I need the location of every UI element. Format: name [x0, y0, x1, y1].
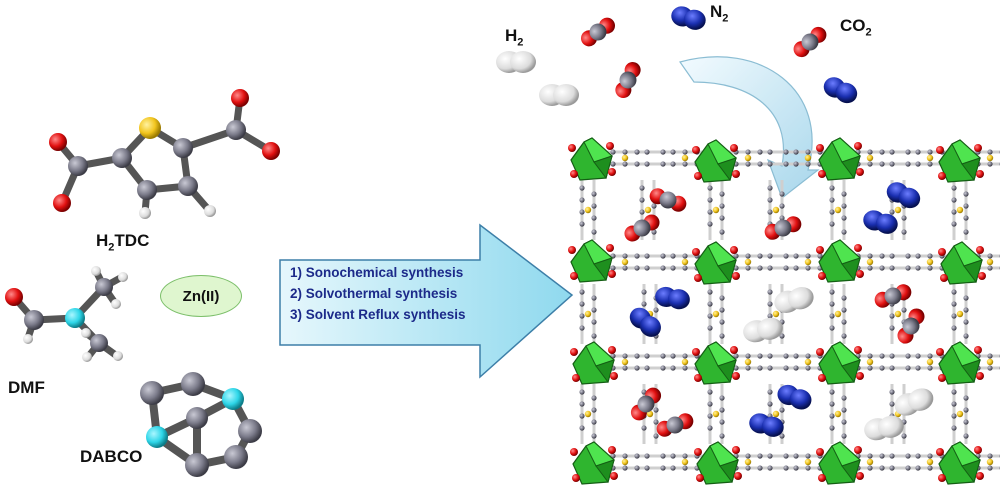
synthesis-arrow	[279, 223, 574, 379]
label-n2: N2	[710, 2, 728, 24]
zn-label: Zn(II)	[182, 287, 220, 305]
label-h2-main: H	[505, 26, 518, 45]
label-h2tdc-main: H	[96, 231, 109, 250]
label-co2-sub: 2	[865, 26, 872, 39]
label-h2-sub: 2	[517, 36, 524, 49]
label-co2: CO2	[840, 16, 872, 38]
dabco-molecule	[140, 372, 262, 477]
label-n2-main: N	[710, 2, 723, 21]
label-co2-main: CO	[840, 16, 866, 35]
h2tdc-molecule	[49, 89, 280, 219]
label-dabco: DABCO	[80, 447, 143, 466]
label-n2-sub: 2	[722, 12, 729, 25]
label-h2tdc-rest: TDC	[114, 231, 150, 250]
label-h2tdc-sub: 2	[108, 241, 115, 254]
label-dmf: DMF	[8, 378, 45, 397]
label-h2tdc: H2TDC	[96, 231, 149, 253]
gas-molecules-adsorbed	[619, 178, 937, 443]
synthesis-methods: 1) Sonochemical synthesis 2) Solvotherma…	[290, 262, 540, 325]
gas-molecules-free	[496, 3, 861, 107]
label-h2: H2	[505, 26, 523, 48]
method-1: 1) Sonochemical synthesis	[290, 265, 464, 280]
method-3: 3) Solvent Reflux synthesis	[290, 307, 466, 322]
zn-badge: Zn(II)	[160, 275, 242, 317]
dmf-molecule	[5, 266, 128, 362]
method-2: 2) Solvothermal synthesis	[290, 286, 458, 301]
